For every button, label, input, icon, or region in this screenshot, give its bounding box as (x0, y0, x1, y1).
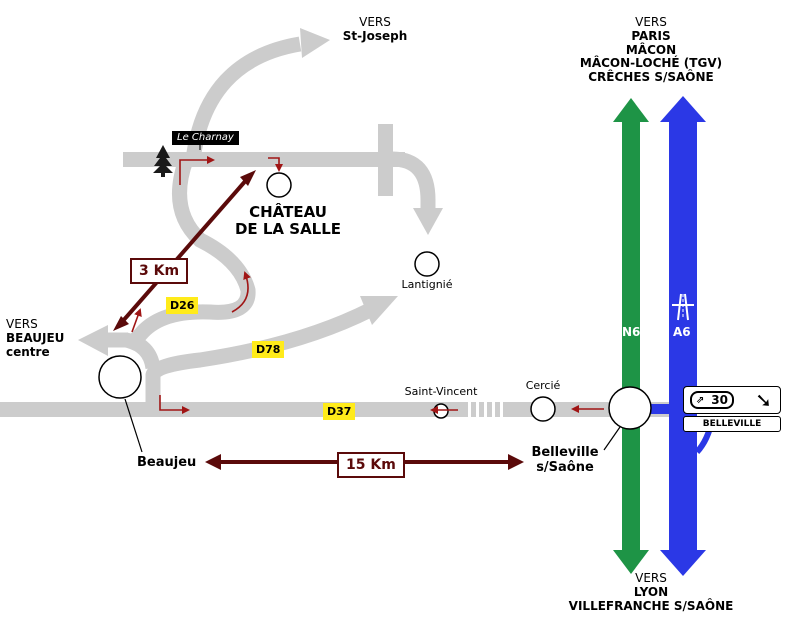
arrow-head-st-joseph (300, 28, 330, 58)
distance-label-15km: 15 Km (337, 452, 405, 478)
vers-text: VERS (635, 15, 667, 29)
exit-number: ⇗ 30 (690, 391, 734, 409)
lantignie-circle (414, 251, 440, 277)
route-arrow-d37 (159, 395, 190, 414)
beaujeu-circle (98, 355, 142, 399)
arrow-head-beaujeu-centre (78, 325, 108, 356)
belleville-line2: s/Saône (536, 459, 594, 475)
beaujeu-centre-line1: BEAUJEU (6, 330, 65, 345)
route-arrow-beaujeu (131, 308, 142, 333)
arrow-head-d78 (360, 296, 398, 325)
distance-label-3km: 3 Km (130, 258, 189, 284)
arrow-a6-down (660, 550, 706, 576)
chateau-circle (266, 172, 292, 198)
road-n6 (622, 120, 640, 552)
road-to-lantignie (391, 151, 436, 210)
cercie-label: Cercié (525, 379, 561, 392)
vers-text: VERS (359, 15, 391, 29)
road-badge-d78: D78 (252, 341, 285, 358)
beaujeu-leader (124, 398, 143, 453)
arrow-n6-down (613, 550, 649, 574)
road-d26 (124, 157, 256, 351)
a6-link (640, 404, 670, 414)
road-label-a6: A6 (673, 325, 691, 339)
belleville-circle (608, 386, 652, 430)
vers-text: VERS (6, 317, 38, 331)
exit-icon: ⇗ (696, 395, 705, 406)
exit-name: BELLEVILLE (683, 416, 781, 432)
cercie-circle (530, 396, 556, 422)
lantignie-label: Lantignié (401, 278, 453, 291)
route-arrow-chateau (268, 157, 283, 172)
north-destination: VERS PARIS MÂCON MÂCON-LOCHÉ (TGV) CRÊCH… (556, 15, 746, 85)
belleville-leader (603, 426, 621, 451)
belleville-label: Belleville s/Saône (520, 445, 610, 476)
saint-vincent-label: Saint-Vincent (404, 385, 478, 398)
vers-text: VERS (635, 571, 667, 585)
arrow-n6-up (613, 98, 649, 122)
dest-paris: PARIS (631, 28, 671, 43)
le-charnay-label: Le Charnay (172, 131, 239, 145)
exit-sign-top: ⇗ 30 ➘ (683, 386, 781, 414)
exit-arrow-icon: ➘ (755, 388, 772, 412)
dest-macon: MÂCON (625, 42, 677, 57)
st-joseph-label: VERS St-Joseph (330, 15, 420, 44)
chateau-line1: CHÂTEAU (249, 203, 327, 221)
arrow-head-lantignie (413, 208, 443, 235)
dest-macon-loche: MÂCON-LOCHÉ (TGV) (579, 56, 723, 71)
tree-icon (153, 145, 173, 177)
motorway-icon (672, 293, 694, 321)
dest-villefranche: VILLEFRANCHE S/SAÔNE (568, 598, 734, 613)
arrow-a6-up (660, 96, 706, 122)
chateau-label: CHÂTEAU DE LA SALLE (228, 203, 348, 239)
distance-arrow-3km (113, 170, 256, 331)
road-badge-d26: D26 (166, 297, 199, 314)
saint-vincent-circle (433, 403, 449, 419)
beaujeu-centre-label: VERS BEAUJEU centre (6, 317, 65, 359)
road-a6 (669, 120, 697, 552)
road-cross (378, 124, 393, 196)
belleville-line1: Belleville (531, 445, 599, 460)
exit-number-text: 30 (711, 393, 728, 407)
road-label-n6: N6 (622, 325, 641, 339)
south-destination: VERS LYON VILLEFRANCHE S/SAÔNE (536, 571, 766, 613)
beaujeu-centre-line2: centre (6, 344, 50, 359)
route-arrow-charnay (179, 156, 215, 185)
beaujeu-label: Beaujeu (137, 455, 197, 470)
st-joseph-name: St-Joseph (342, 28, 408, 43)
route-arrow-d26 (231, 271, 251, 313)
road-hatching (468, 402, 503, 417)
chateau-line2: DE LA SALLE (234, 220, 342, 239)
dest-lyon: LYON (633, 584, 669, 599)
dest-creches: CRÊCHES S/SAÔNE (588, 70, 714, 85)
road-d78 (145, 303, 374, 410)
road-badge-d37: D37 (323, 403, 356, 420)
exit-sign: ⇗ 30 ➘ BELLEVILLE (683, 386, 783, 432)
